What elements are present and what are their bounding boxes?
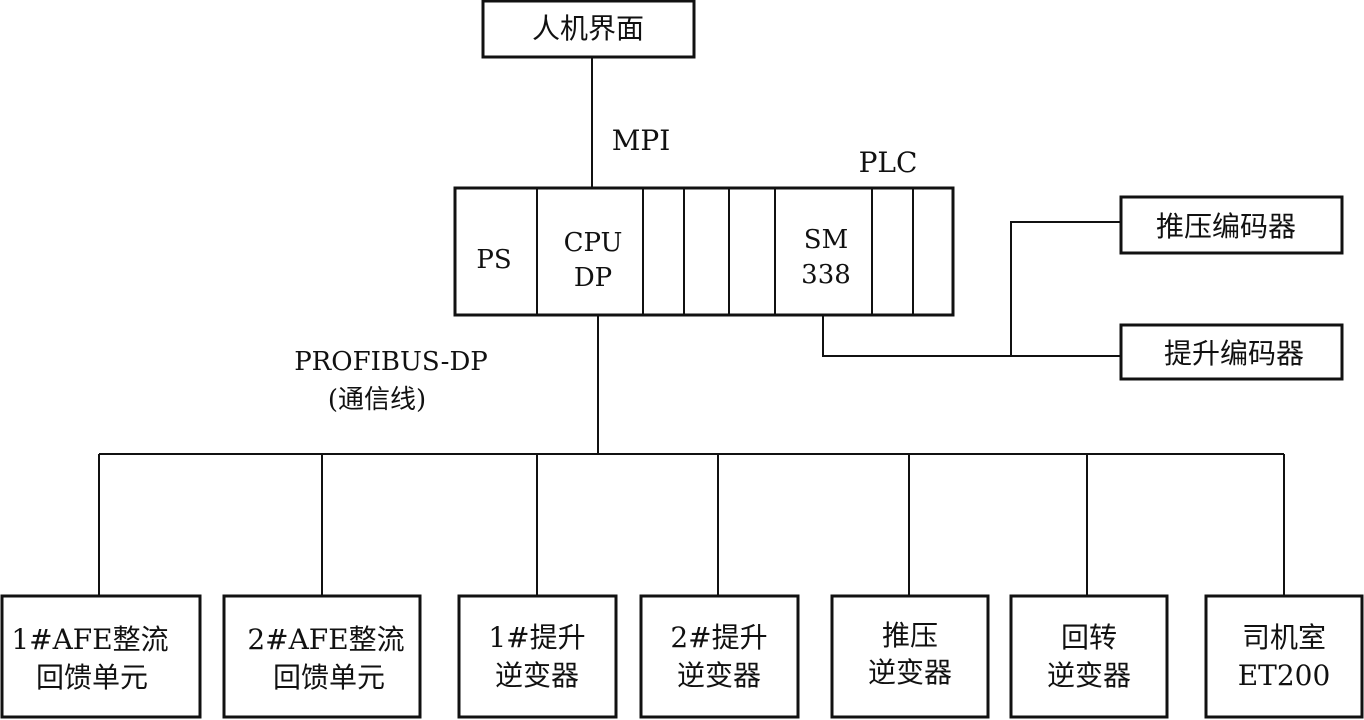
profibus-label: PROFIBUS-DP (294, 347, 488, 377)
hoist-encoder-label: 提升编码器 (1164, 337, 1304, 370)
plc-label: PLC (859, 146, 918, 179)
mpi-label: MPI (612, 124, 671, 157)
cpu-dp-label: DP (574, 263, 612, 293)
node-cab-et200: 司机室 ET200 (1204, 594, 1364, 719)
node-label-line2: 逆变器 (495, 659, 579, 692)
push-encoder-box: 推压编码器 (1119, 195, 1344, 255)
node-label-line1: 回转 (1061, 621, 1117, 654)
hmi-label: 人机界面 (532, 12, 644, 45)
profibus-sublabel: (通信线) (328, 385, 426, 415)
node-push-inverter: 推压 逆变器 (830, 594, 990, 719)
node-afe1: 1#AFE整流 回馈单元 (0, 594, 202, 719)
node-label-line1: 2#AFE整流 (247, 623, 404, 656)
node-label-line1: 1#提升 (488, 621, 585, 654)
node-label-line2: 回馈单元 (36, 661, 148, 694)
sm-module-number: 338 (801, 260, 851, 290)
node-label-line2: ET200 (1238, 659, 1331, 692)
push-encoder-label: 推压编码器 (1156, 210, 1296, 243)
sm-module-label: SM (804, 225, 848, 255)
node-hoist-inverter-2: 2#提升 逆变器 (639, 594, 800, 719)
node-label-line1: 1#AFE整流 (11, 623, 168, 656)
node-label-line2: 逆变器 (677, 659, 761, 692)
node-label-line2: 逆变器 (868, 656, 952, 689)
node-label-line1: 2#提升 (670, 621, 767, 654)
hmi-box: 人机界面 (481, 0, 696, 59)
hoist-encoder-box: 提升编码器 (1119, 323, 1344, 381)
cpu-module-label: CPU (564, 228, 623, 258)
node-label-line1: 推压 (882, 619, 938, 652)
node-label-line2: 逆变器 (1047, 659, 1131, 692)
node-swing-inverter: 回转 逆变器 (1009, 594, 1169, 719)
node-afe2: 2#AFE整流 回馈单元 (222, 594, 422, 719)
node-label-line1: 司机室 (1242, 621, 1326, 654)
ps-module-label: PS (476, 245, 511, 275)
encoder-bus-line (822, 315, 1121, 357)
plc-rack: PS CPU DP SM 338 (453, 186, 955, 317)
node-label-line2: 回馈单元 (273, 661, 385, 694)
node-hoist-inverter-1: 1#提升 逆变器 (457, 594, 618, 719)
push-encoder-line (1010, 221, 1121, 356)
